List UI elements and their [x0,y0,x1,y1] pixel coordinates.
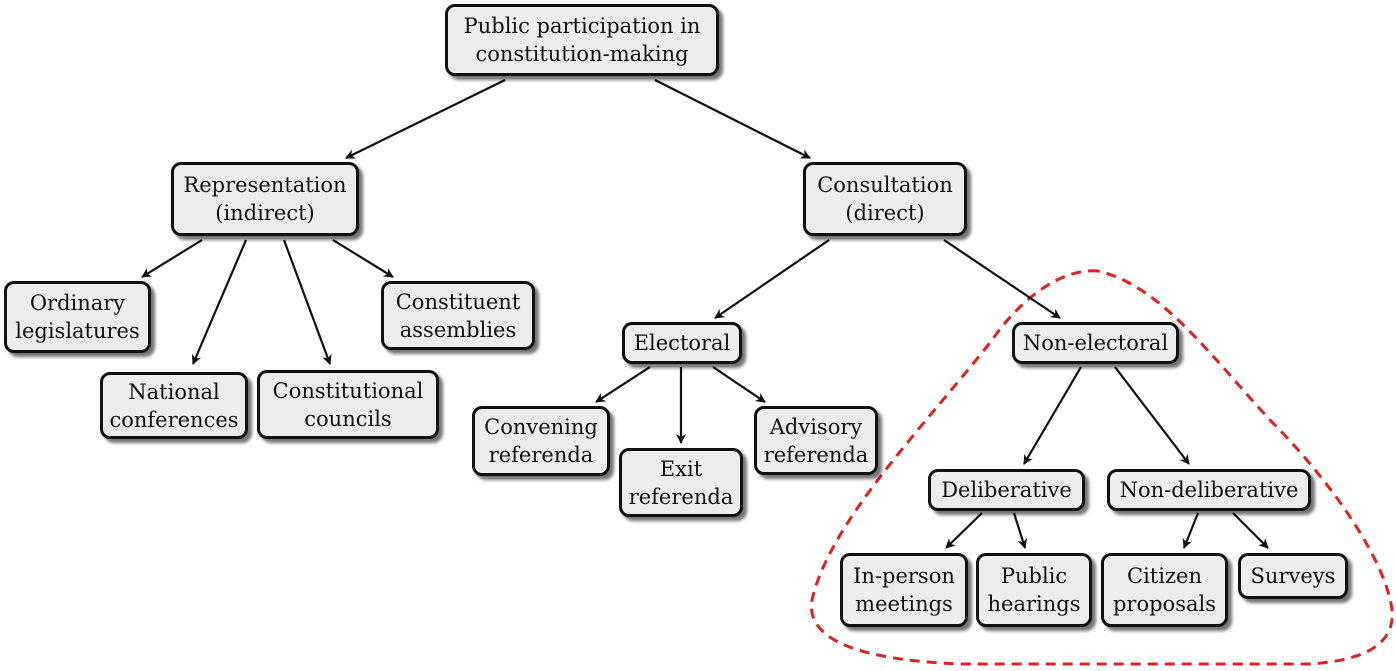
node-convening-referenda-line-1: Convening [484,415,598,439]
edge-deliberative-in-person [945,512,983,549]
node-consultation-line-1: Consultation [817,173,953,197]
node-national-conferences-line-1: National [128,379,220,404]
node-advisory-referenda-line-2: referenda [763,442,869,467]
node-electoral-line-1: Electoral [633,331,731,355]
node-deliberative-line-1: Deliberative [941,478,1072,502]
node-representation-line-1: Representation [183,173,347,197]
node-deliberative: Deliberative [928,469,1085,511]
node-advisory-referenda-line-1: Advisory [769,414,863,439]
node-constituent-assemblies-line-2: assemblies [399,317,517,342]
non-electoral-highlight-outline [809,269,1394,666]
edge-representation-assemblies [332,239,394,278]
node-public-hearings: Public hearings [976,553,1092,627]
node-representation: Representation (indirect) [171,162,359,236]
node-non-electoral-line-1: Non-electoral [1022,331,1169,355]
edge-root-consultation [654,79,811,159]
node-root: Public participation in constitution-mak… [445,4,719,76]
node-ordinary-legislatures-line-1: Ordinary [29,291,126,315]
node-convening-referenda-line-2: referenda [488,443,594,467]
edge-root-representation [345,79,506,159]
edge-consultation-electoral [714,239,830,319]
node-national-conferences: National conferences [100,372,248,439]
node-in-person-meetings-line-1: In-person [853,564,955,588]
node-electoral: Electoral [622,322,742,364]
node-citizen-proposals: Citizen proposals [1101,553,1228,627]
node-citizen-proposals-line-2: proposals [1112,592,1216,616]
node-consultation: Consultation (direct) [803,162,967,236]
edge-representation-ordinary [141,239,203,278]
node-public-hearings-line-2: hearings [987,592,1081,616]
node-citizen-proposals-line-1: Citizen [1127,564,1202,588]
edge-electoral-advisory [712,366,766,403]
node-representation-line-2: (indirect) [215,201,315,225]
edge-electoral-convening [595,366,651,403]
node-non-deliberative: Non-deliberative [1107,469,1311,511]
node-non-deliberative-line-1: Non-deliberative [1119,478,1299,502]
node-constituent-assemblies: Constituent assemblies [381,281,535,350]
edge-non-electoral-non-deliberative [1114,366,1190,465]
edge-non-deliberative-citizen [1182,512,1200,549]
node-in-person-meetings: In-person meetings [840,553,968,627]
node-constitutional-councils-line-2: councils [304,406,392,431]
node-consultation-line-2: (direct) [845,201,925,225]
node-constituent-assemblies-line-1: Constituent [395,289,521,314]
edge-deliberative-hearings [1012,512,1028,549]
node-exit-referenda-line-2: referenda [628,484,734,509]
node-in-person-meetings-line-2: meetings [855,592,953,616]
edge-representation-national [191,239,248,365]
node-advisory-referenda: Advisory referenda [754,406,878,475]
node-exit-referenda: Exit referenda [619,448,743,517]
edge-non-electoral-deliberative [1023,366,1082,465]
node-ordinary-legislatures-line-2: legislatures [15,319,140,343]
edge-non-deliberative-surveys [1232,512,1269,549]
node-constitutional-councils-line-1: Constitutional [272,378,424,403]
node-convening-referenda: Convening referenda [472,406,610,476]
node-surveys: Surveys [1238,553,1348,599]
node-ordinary-legislatures: Ordinary legislatures [4,281,151,353]
node-non-electoral: Non-electoral [1012,322,1179,364]
node-constitutional-councils: Constitutional councils [257,370,439,439]
node-national-conferences-line-2: conferences [109,407,239,432]
node-root-line-2: constitution-making [475,42,689,66]
node-surveys-line-1: Surveys [1250,564,1336,588]
node-exit-referenda-line-1: Exit [659,456,703,481]
node-root-line-1: Public participation in [463,14,701,38]
node-public-hearings-line-1: Public [1000,564,1068,588]
edge-representation-councils [282,239,332,365]
edge-consultation-non-electoral [943,239,1061,319]
